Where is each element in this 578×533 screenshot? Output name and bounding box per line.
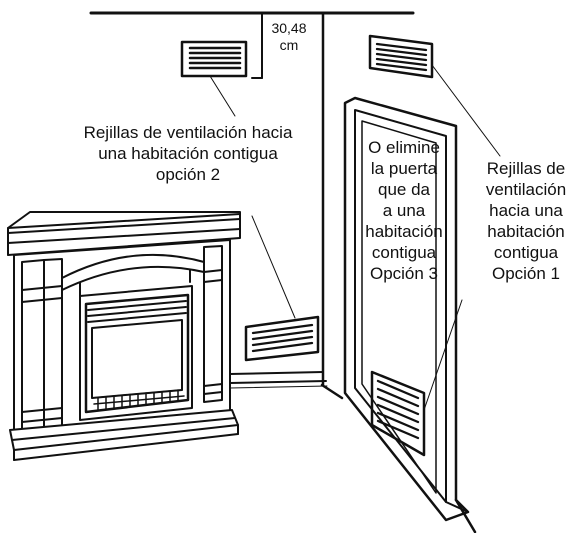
leader-option1-bottom — [423, 299, 463, 411]
option2-line-1: Rejillas de ventilación hacia — [83, 123, 293, 142]
option3-line-2: la puerta — [370, 159, 438, 178]
distance-bracket — [251, 13, 263, 79]
option2-label: Rejillas de ventilación hacia una habita… — [62, 122, 314, 185]
room-walls — [89, 11, 415, 400]
vent-door-icon — [370, 370, 426, 457]
option1-line-2: ventilación — [485, 180, 567, 199]
option1-line-6: Opción 1 — [491, 264, 561, 283]
leader-option2-bottom — [251, 215, 296, 319]
vent-bottom-left-icon — [244, 315, 320, 362]
option3-line-3: que da — [378, 180, 430, 199]
vent-top-left-icon — [180, 40, 248, 78]
option3-line-6: contigua — [371, 243, 437, 262]
option3-line-7: Opción 3 — [369, 264, 439, 283]
door-icon — [343, 96, 477, 533]
option1-label: Rejillas de ventilación hacia una habita… — [478, 158, 574, 284]
vent-top-right-icon — [368, 34, 434, 79]
distance-value: 30,48 — [271, 20, 307, 36]
leader-option1-top — [431, 64, 501, 157]
option1-line-5: contigua — [493, 243, 559, 262]
option3-line-1: O elimine — [368, 138, 440, 157]
option3-line-5: habitación — [365, 222, 443, 241]
option3-line-4: a una — [382, 201, 426, 220]
fireplace-mantel-icon — [7, 211, 241, 461]
option1-line-1: Rejillas de — [486, 159, 566, 178]
option2-line-3: opción 2 — [155, 165, 221, 184]
option3-label: O elimine la puerta que da a una habitac… — [358, 137, 450, 284]
leader-option2-top — [209, 75, 236, 117]
distance-unit: cm — [279, 37, 299, 53]
distance-label: 30,48 cm — [265, 20, 313, 54]
option1-line-3: hacia una — [489, 201, 563, 220]
option2-line-2: una habitación contigua — [98, 144, 278, 163]
option1-line-4: habitación — [487, 222, 565, 241]
